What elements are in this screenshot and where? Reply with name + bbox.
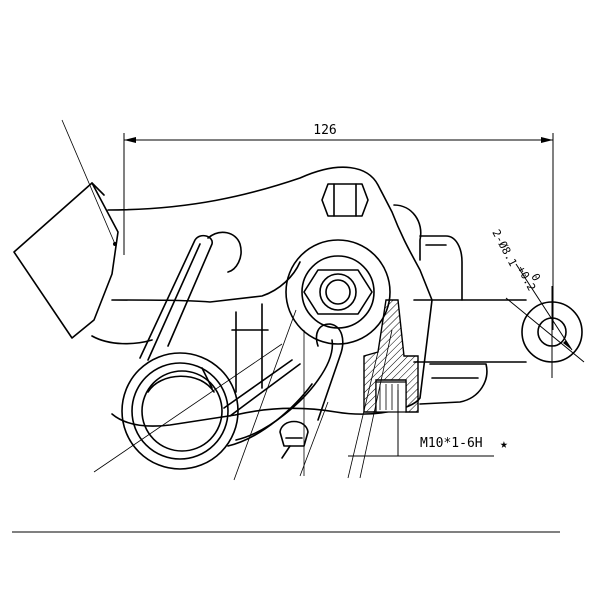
- thread-callout-label: M10*1-6H: [420, 436, 483, 451]
- width-dimension-label: 126: [313, 123, 336, 138]
- hole-callout-label: 2-Ø8.1 +0.2: [488, 225, 538, 296]
- lever-body: [91, 166, 433, 427]
- spring-legs: [139, 231, 344, 447]
- grease-nipple: [279, 420, 309, 459]
- mounting-flange: [13, 119, 119, 339]
- width-dimension: 126: [123, 123, 554, 330]
- threaded-port-section: [363, 299, 419, 413]
- right-housing: [393, 204, 488, 405]
- top-hex-bolt: [321, 183, 369, 217]
- hole-tolerance-lower: 0: [528, 271, 543, 283]
- star-mark: ★: [500, 437, 508, 452]
- torsion-spring: [121, 352, 239, 470]
- hole-callout: 2-Ø8.1 +0.2 0: [488, 225, 573, 351]
- right-arm: [413, 286, 585, 378]
- leader-lines: [93, 309, 393, 481]
- thread-callout: M10*1-6H ★: [348, 390, 508, 457]
- pivot-hex-nut: [303, 269, 373, 315]
